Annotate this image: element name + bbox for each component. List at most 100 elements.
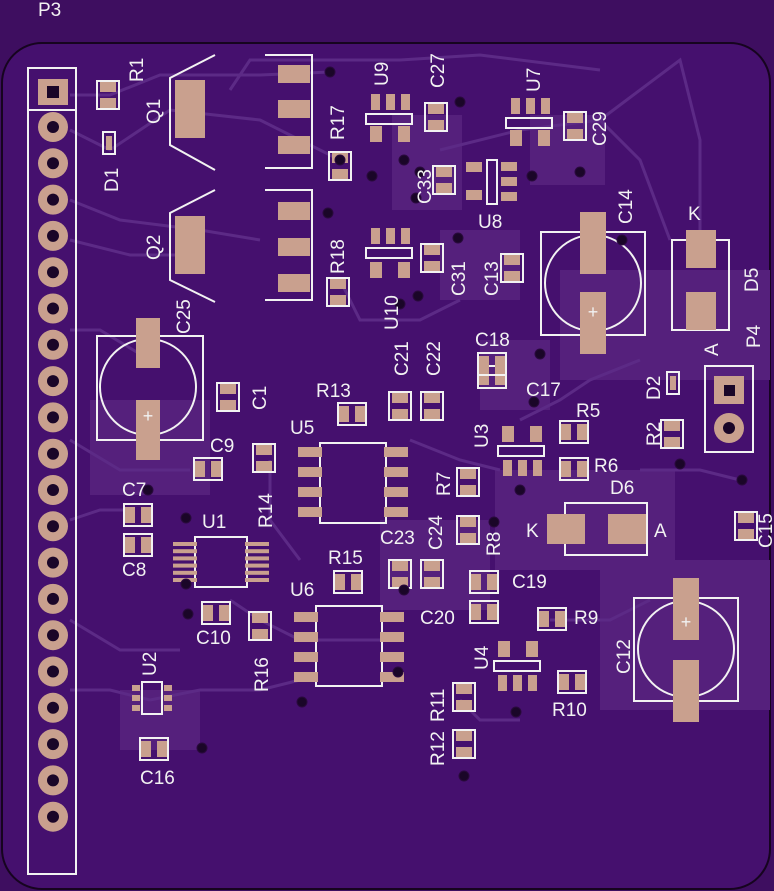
label-c14: C14 [616,189,637,224]
passive-part [559,457,589,481]
ic-pin [245,563,269,568]
via [412,290,424,302]
passive-part [123,503,153,527]
via [488,516,500,528]
label-u9: U9 [372,62,393,86]
ic-pin [380,632,404,642]
passive-part [432,165,456,195]
p4-connector [704,365,754,453]
ic-pin [173,570,197,575]
svg-text:+: + [143,406,154,426]
label-d2: D2 [644,376,665,400]
label-d5: D5 [742,268,763,292]
passive-part [326,277,350,307]
label-r17: R17 [328,105,349,140]
p3-pin-hole [47,810,59,823]
passive-part [456,467,480,497]
passive-part [557,670,587,694]
label-c19: C19 [512,572,547,593]
label-c31: C31 [449,261,470,296]
passive-part [477,365,507,389]
passive-part [201,601,231,625]
p3-pin-hole [47,738,59,751]
ic-pin [298,467,322,477]
passive-part [563,111,587,141]
passive-part [139,737,169,761]
via [414,166,426,178]
via [142,484,154,496]
via [528,396,540,408]
p3-pin-hole [47,665,59,678]
label-c12: C12 [614,639,635,674]
label-r7: R7 [434,472,455,496]
via [674,458,686,470]
p3-pin-hole [47,774,59,787]
label-u5: U5 [290,418,314,439]
p3-pin-hole [47,338,59,351]
label-r9: R9 [574,608,598,629]
ic-pin [294,652,318,662]
via [454,96,466,108]
via [196,742,208,754]
label-q1: Q1 [144,99,165,124]
label-r13: R13 [316,381,351,402]
label-r5: R5 [576,401,600,422]
label-u7: U7 [524,68,545,92]
passive-part [337,402,367,426]
via [392,666,404,678]
label-r18: R18 [328,239,349,274]
p3-pin-hole [47,484,59,496]
label-u4: U4 [472,645,493,670]
passive-part [452,682,476,712]
label-r6: R6 [594,456,618,477]
passive-part [123,533,153,557]
u6-ic [294,605,404,687]
p3-pin-hole [47,302,59,315]
q2-transistor [169,189,313,303]
p3-pin-hole [47,556,59,569]
label-u3: U3 [472,424,493,448]
p3-pin-hole [47,193,59,206]
label-r11: R11 [428,689,449,722]
c14-capacitor: + [540,212,646,354]
label-u8: U8 [478,212,502,233]
ic-pin [294,632,318,642]
ic-pin [384,507,408,517]
label-c21: C21 [392,341,413,376]
label-c8: C8 [122,560,146,581]
label-c15: C15 [756,513,774,548]
p3-pin-hole [47,447,59,460]
label-q2: Q2 [144,235,165,260]
passive-part [456,515,480,545]
via [510,706,522,718]
p3-pin-hole [47,411,59,424]
passive-part [660,419,684,449]
passive-part [388,391,412,421]
passive-part [193,457,223,481]
p3-pin-hole [47,121,59,133]
label-r8: R8 [484,532,505,556]
ic-pin [384,447,408,457]
p3-pin-hole [47,629,59,642]
ic-pin [245,570,269,575]
u5-ic [298,442,408,524]
via [458,770,470,782]
p3-pin-hole [47,157,59,170]
passive-part [424,102,448,132]
passive-part [537,607,567,631]
via [534,348,546,360]
label-c16: C16 [140,768,175,789]
via [616,234,628,246]
via [736,474,748,486]
label-c18: C18 [475,330,510,351]
ic-pin [294,612,318,622]
ic-pin [298,447,322,457]
via [324,66,336,78]
label-c17: C17 [526,380,561,401]
ic-pin [384,467,408,477]
passive-part [333,570,363,594]
label-c1: C1 [250,386,271,410]
passive-part [420,559,444,589]
ic-pin [245,542,269,546]
